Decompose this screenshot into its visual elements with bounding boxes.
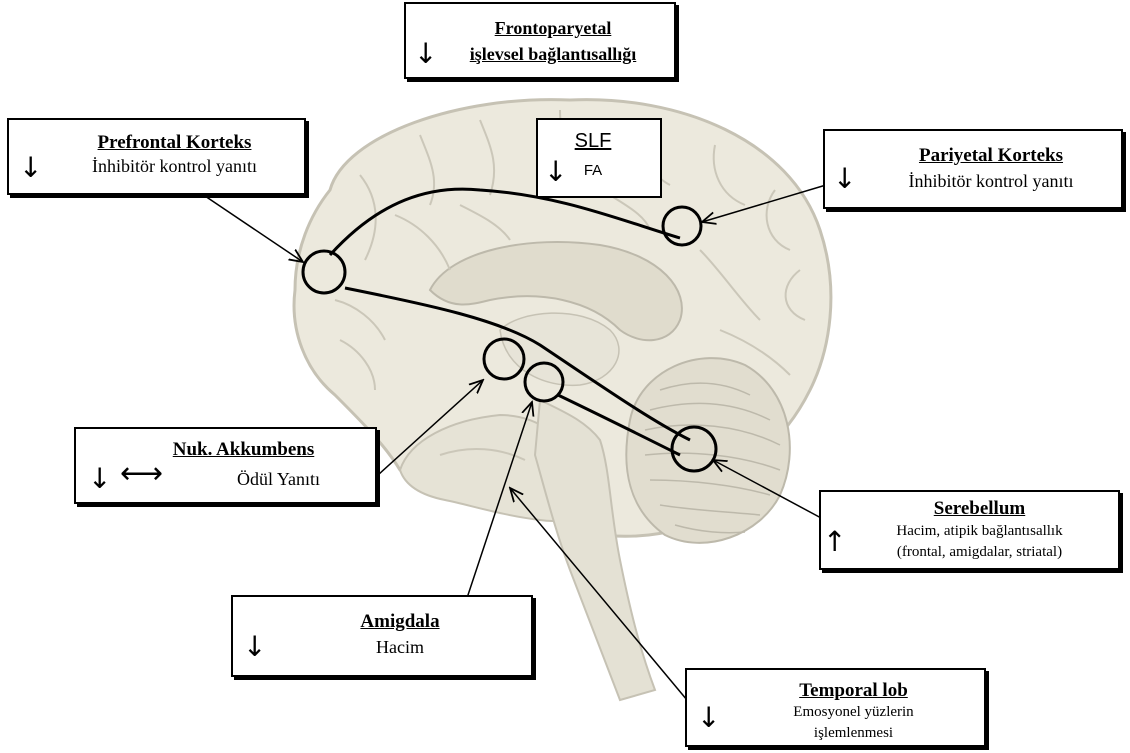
- temporal-subtitle-line2: işlemlenmesi: [727, 725, 980, 742]
- prefrontal-pointer: [205, 196, 303, 262]
- decrease-arrow-icon: ↓: [544, 158, 567, 186]
- parietal-subtitle: İnhibitör kontrol yanıtı: [865, 171, 1117, 192]
- prefrontal-subtitle: İnhibitör kontrol yanıtı: [49, 156, 300, 177]
- parietal-box: ↓ Pariyetal Korteks İnhibitör kontrol ya…: [823, 129, 1123, 209]
- frontoparietal-title-line1: Frontoparyetal: [436, 18, 670, 39]
- cerebellum-title: Serebellum: [845, 498, 1114, 520]
- temporal-box: ↓ Temporal lob Emosyonel yüzlerin işleml…: [685, 668, 986, 747]
- decrease-arrow-icon: ↓: [833, 165, 856, 193]
- cerebellum-box: ↑ Serebellum Hacim, atipik bağlantısallı…: [819, 490, 1120, 570]
- slf-subtitle: FA: [568, 162, 618, 179]
- frontoparietal-box: ↓ Frontoparyetal işlevsel bağlantısallığ…: [404, 2, 676, 79]
- decrease-arrow-icon: ↓: [243, 633, 266, 661]
- decrease-arrow-icon: ↓: [88, 465, 111, 493]
- cerebellum-subtitle-line1: Hacim, atipik bağlantısallık: [845, 523, 1114, 540]
- amygdala-title: Amigdala: [273, 611, 527, 633]
- accumbens-subtitle: Ödül Yanıtı: [186, 469, 371, 490]
- slf-title: SLF: [568, 130, 618, 153]
- prefrontal-title: Prefrontal Korteks: [49, 132, 300, 154]
- temporal-subtitle-line1: Emosyonel yüzlerin: [727, 704, 980, 721]
- frontoparietal-title-line2: işlevsel bağlantısallığı: [436, 44, 670, 65]
- temporal-title: Temporal lob: [727, 680, 980, 702]
- cerebellum-subtitle-line2: (frontal, amigdalar, striatal): [845, 544, 1114, 561]
- cerebellum-shape: [626, 358, 789, 543]
- accumbens-box: ↓ ⟷ Nuk. Akkumbens Ödül Yanıtı: [74, 427, 377, 504]
- decrease-arrow-icon: ↓: [414, 40, 437, 68]
- accumbens-title: Nuk. Akkumbens: [116, 439, 371, 461]
- prefrontal-box: ↓ Prefrontal Korteks İnhibitör kontrol y…: [7, 118, 306, 195]
- amygdala-box: ↓ Amigdala Hacim: [231, 595, 533, 677]
- slf-box: ↓ SLF FA: [536, 118, 662, 198]
- amygdala-subtitle: Hacim: [273, 637, 527, 658]
- left-right-arrow-icon: ⟷: [120, 459, 163, 489]
- decrease-arrow-icon: ↓: [19, 154, 42, 182]
- decrease-arrow-icon: ↓: [697, 704, 720, 732]
- increase-arrow-icon: ↑: [823, 528, 846, 556]
- parietal-title: Pariyetal Korteks: [865, 145, 1117, 167]
